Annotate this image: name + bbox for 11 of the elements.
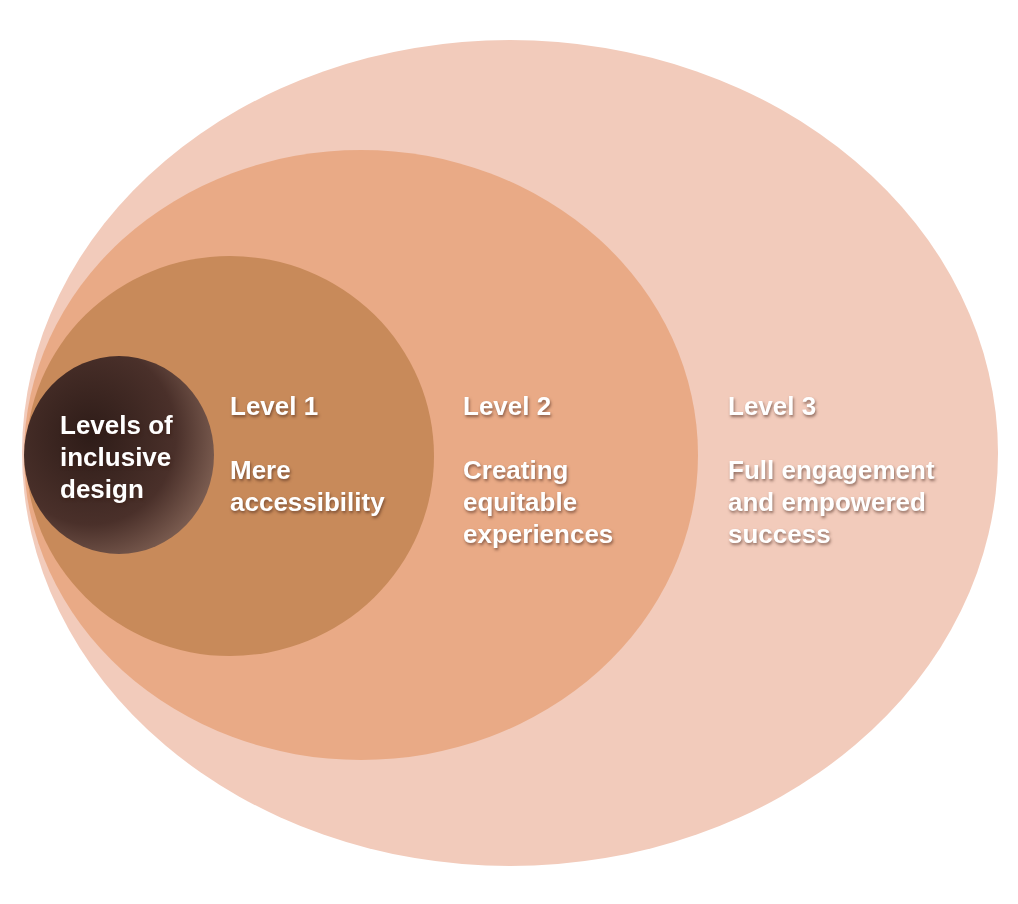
- level-heading: Level 1: [230, 390, 320, 422]
- ellipse-region: [26, 256, 434, 656]
- ellipse-region: [22, 40, 998, 866]
- ellipse-region: [24, 356, 214, 554]
- center-label: Levels of inclusive design: [60, 409, 174, 505]
- level-description: Mere accessibility: [230, 454, 386, 518]
- level-description: Full engagement and empowered success: [728, 454, 936, 550]
- level-description: Creating equitable experiences: [463, 454, 615, 550]
- level-heading: Level 3: [728, 390, 818, 422]
- ellipse-region: [24, 150, 698, 760]
- level-heading: Level 2: [463, 390, 553, 422]
